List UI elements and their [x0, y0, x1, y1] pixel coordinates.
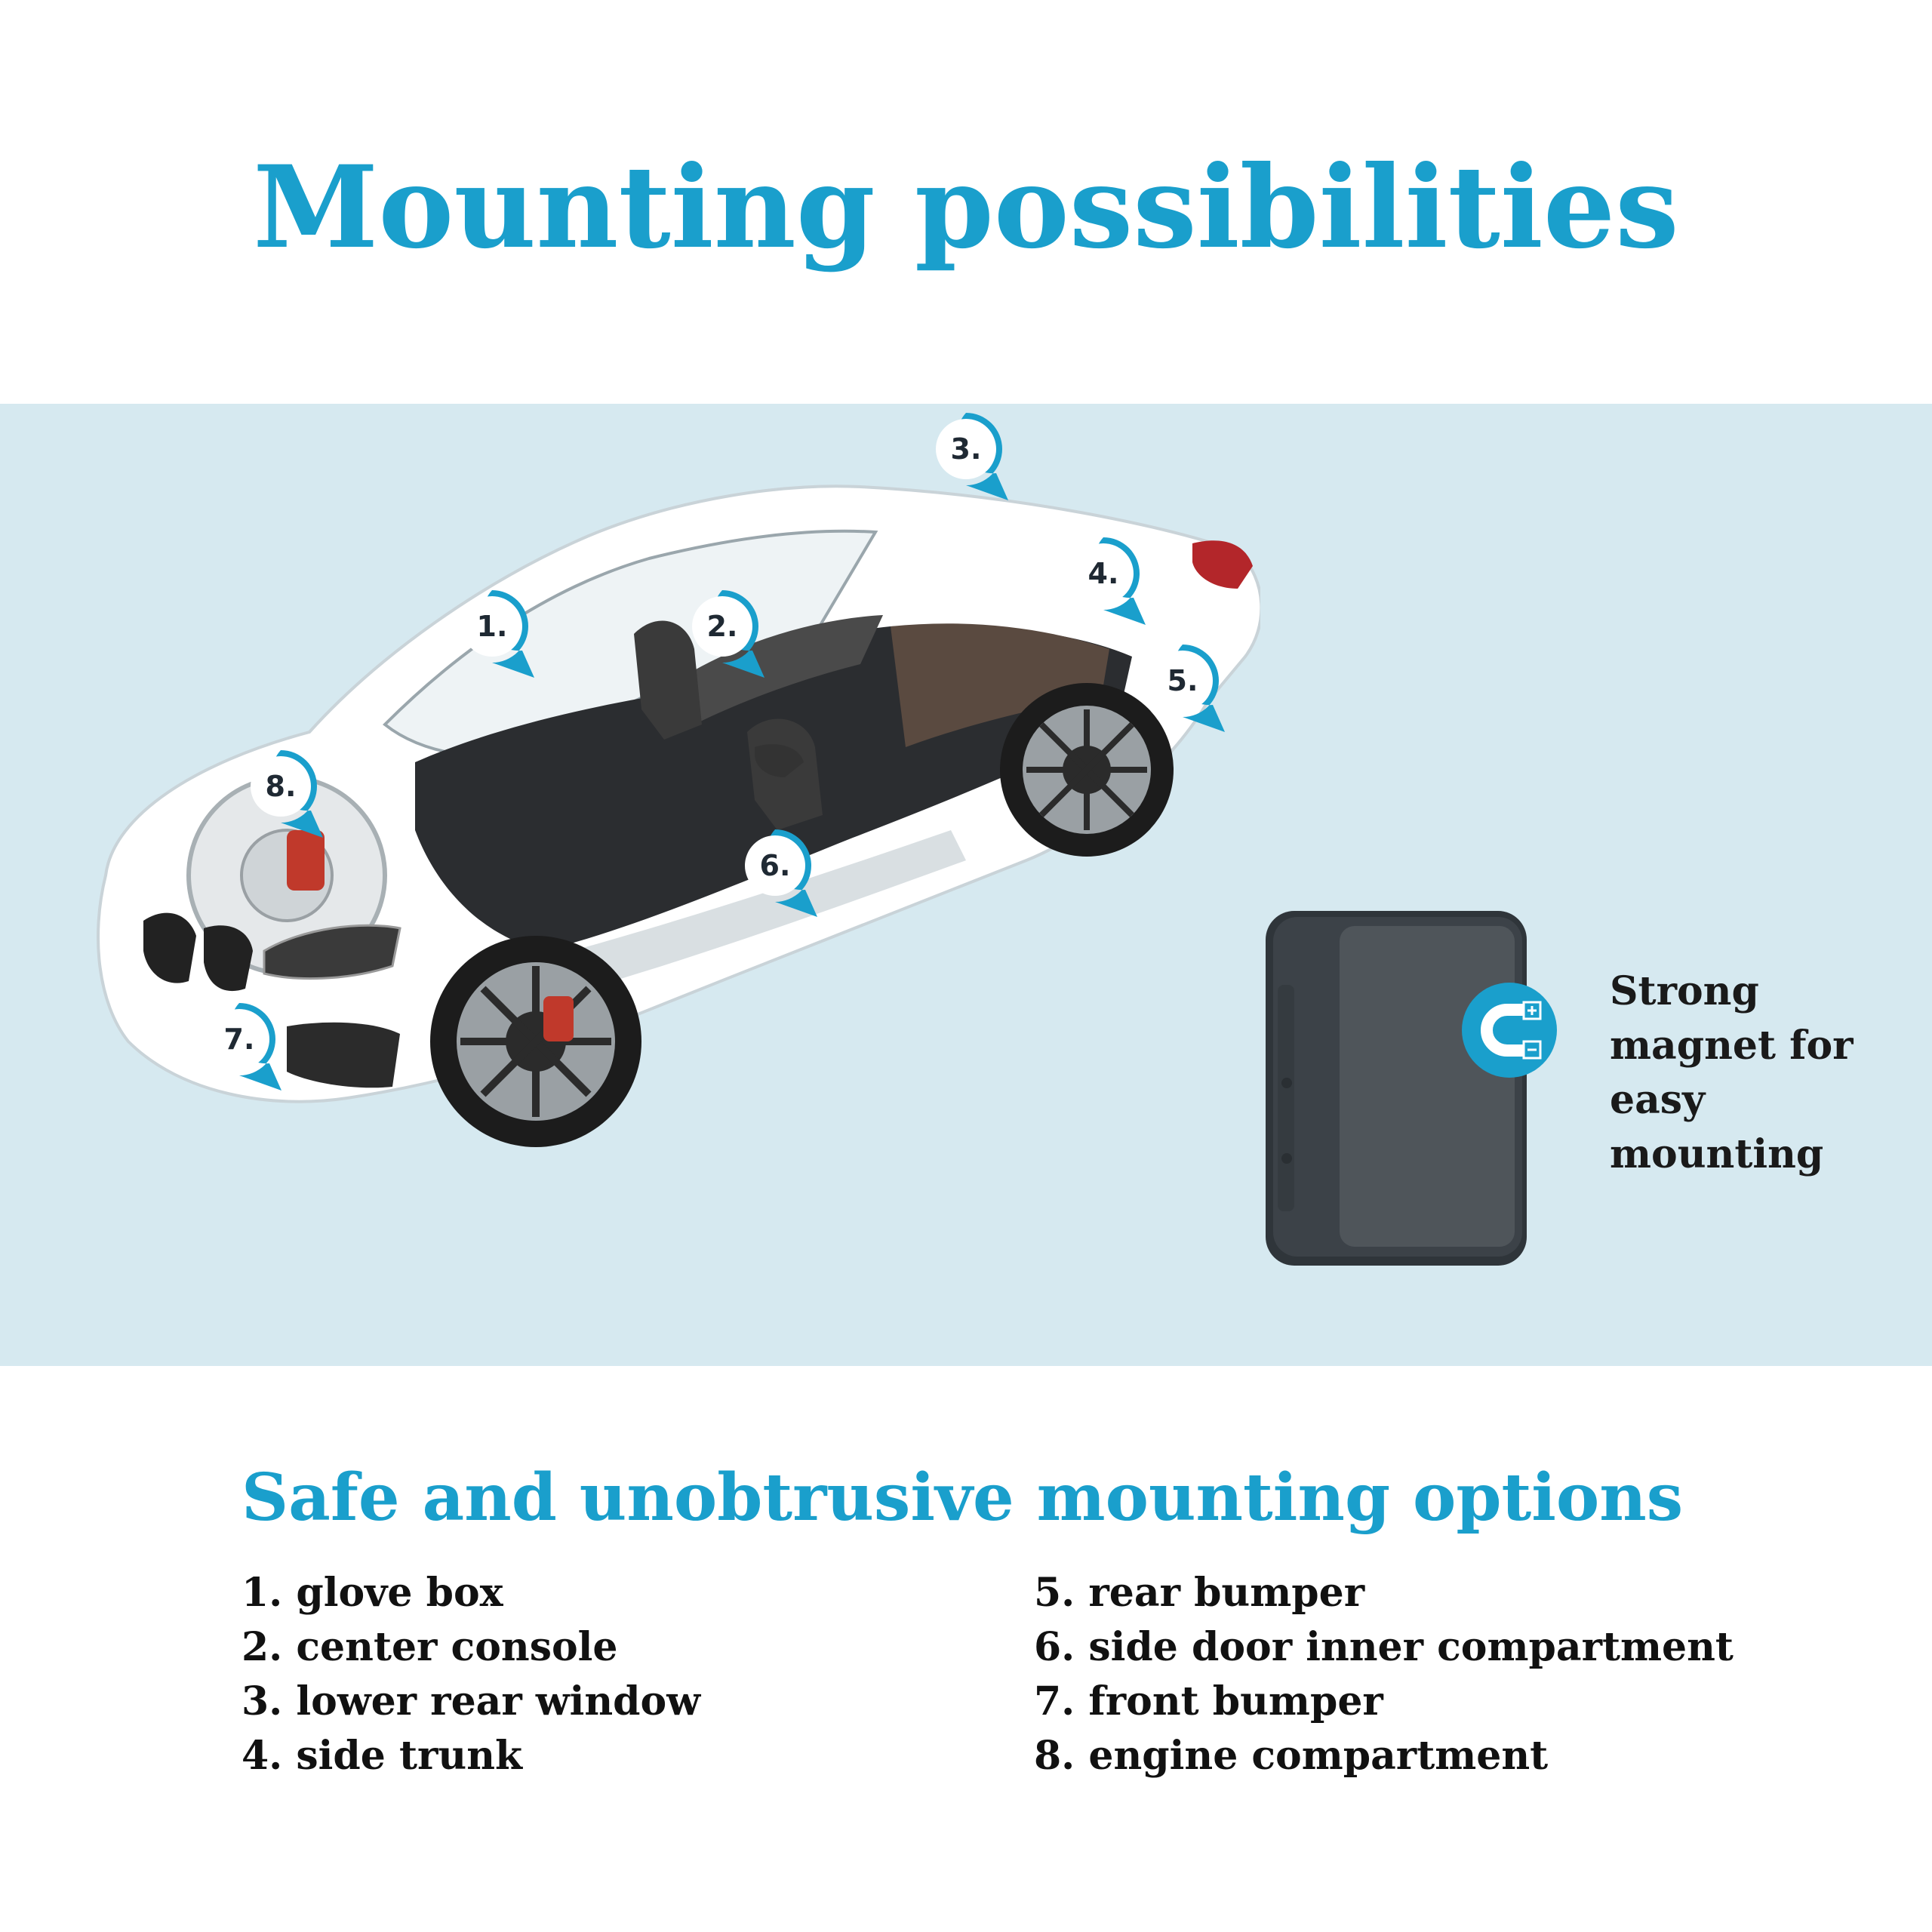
marker-4: 4. [1064, 534, 1146, 625]
magnet-text-line: mounting [1610, 1131, 1824, 1177]
magnet-text-line: Strong [1610, 968, 1759, 1014]
marker-6: 6. [736, 826, 817, 917]
list-item: 7. front bumper [1034, 1678, 1383, 1724]
marker-5: 5. [1143, 641, 1225, 732]
list-item: 1. glove box [242, 1570, 503, 1616]
page-title: Mounting possibilities [253, 141, 1679, 274]
options-list-right: 5. rear bumper 6. side door inner compar… [1034, 1566, 1734, 1783]
marker-7: 7. [200, 1000, 281, 1091]
marker-3-label: 3. [950, 432, 982, 466]
marker-7-label: 7. [223, 1023, 255, 1056]
marker-4-label: 4. [1088, 557, 1119, 590]
marker-5-label: 5. [1167, 664, 1198, 697]
marker-2: 2. [683, 587, 764, 678]
marker-1: 1. [453, 587, 534, 678]
list-item: 3. lower rear window [242, 1678, 700, 1724]
marker-8: 8. [242, 747, 323, 838]
magnet-description: Strong magnet for easy mounting [1610, 964, 1927, 1182]
magnet-icon [1462, 983, 1557, 1078]
car-illustration [97, 485, 1260, 1147]
marker-6-label: 6. [759, 849, 791, 882]
marker-3: 3. [927, 410, 1008, 500]
list-item: 6. side door inner compartment [1034, 1624, 1734, 1670]
options-list-left: 1. glove box 2. center console 3. lower … [242, 1566, 700, 1783]
list-item: 8. engine compartment [1034, 1733, 1549, 1779]
marker-2-label: 2. [706, 610, 738, 643]
marker-1-label: 1. [476, 610, 508, 643]
list-item: 2. center console [242, 1624, 618, 1670]
list-item: 4. side trunk [242, 1733, 523, 1779]
list-item: 5. rear bumper [1034, 1570, 1365, 1616]
magnet-text-line: easy [1610, 1077, 1706, 1123]
gps-tracker-device [1266, 911, 1527, 1266]
magnet-text-line: magnet for [1610, 1023, 1854, 1069]
marker-8-label: 8. [265, 770, 297, 803]
section-subtitle: Safe and unobtrusive mounting options [242, 1460, 1684, 1536]
